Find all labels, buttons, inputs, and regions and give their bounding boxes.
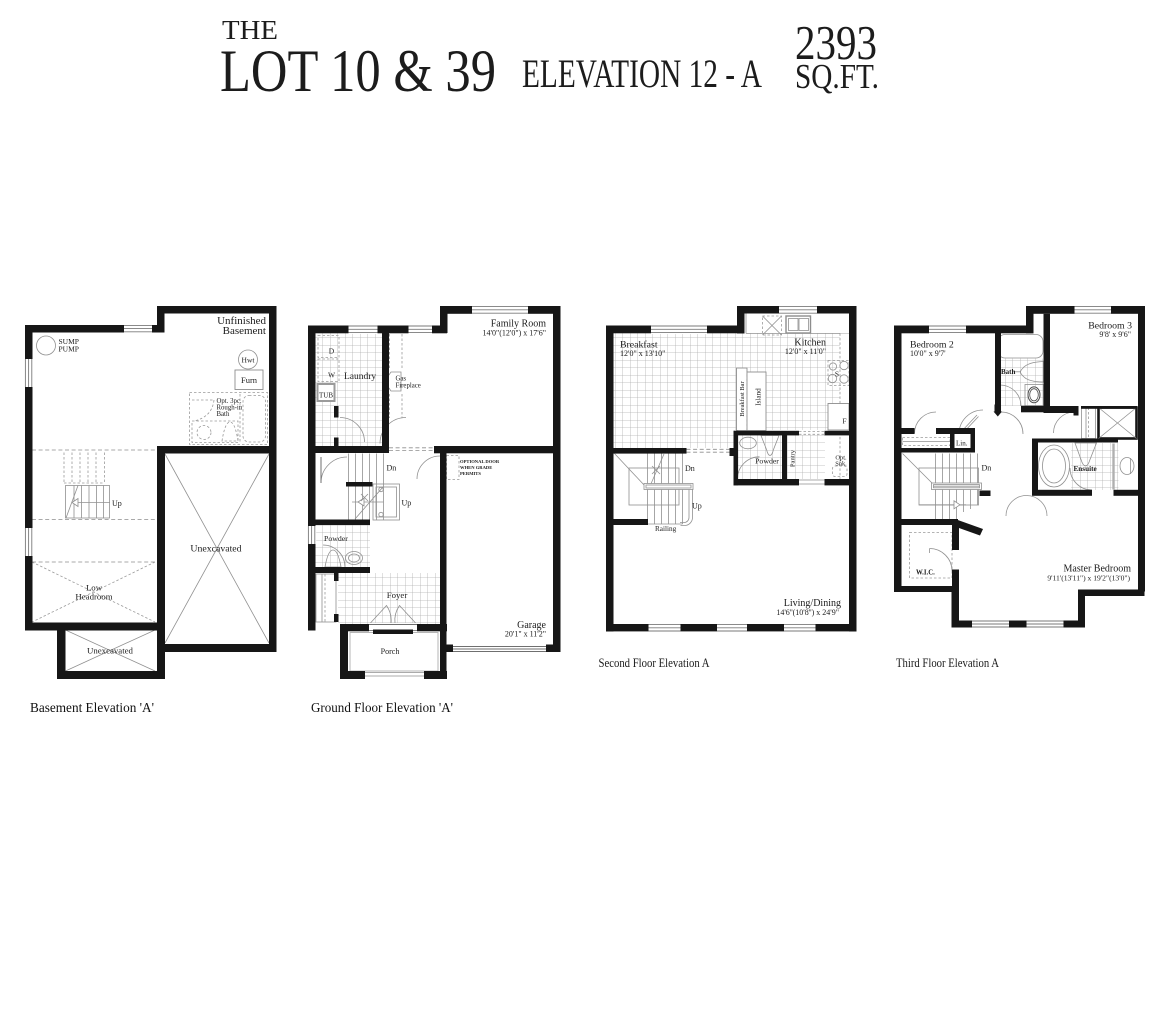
svg-text:Opt. 3pc.: Opt. 3pc. (217, 398, 242, 405)
svg-text:OPTIONAL DOOR: OPTIONAL DOOR (460, 459, 500, 464)
svg-text:14'6''(10'8'') x 24'9": 14'6''(10'8'') x 24'9" (776, 608, 839, 617)
svg-text:W: W (328, 371, 336, 380)
svg-text:D: D (329, 347, 335, 356)
svg-text:F: F (842, 417, 846, 426)
svg-text:Lin.: Lin. (956, 440, 968, 448)
svg-text:Up: Up (692, 502, 702, 511)
svg-text:Powder: Powder (755, 457, 779, 466)
svg-text:Foyer: Foyer (387, 590, 408, 600)
svg-text:Breakfast: Breakfast (620, 340, 658, 351)
svg-text:WHEN GRADE: WHEN GRADE (460, 465, 492, 470)
svg-text:Rough-in: Rough-in (217, 405, 243, 412)
svg-text:ELEVATION 12 - A: ELEVATION 12 - A (522, 51, 762, 96)
svg-text:Up: Up (112, 499, 122, 508)
svg-text:Breakfast Bar: Breakfast Bar (739, 380, 746, 416)
svg-text:LOT 10 & 39: LOT 10 & 39 (220, 38, 496, 104)
svg-text:Garage: Garage (517, 620, 546, 631)
svg-text:Bath: Bath (1001, 368, 1016, 376)
svg-text:Laundry: Laundry (344, 372, 376, 382)
svg-text:Up: Up (402, 499, 412, 508)
svg-text:PUMP: PUMP (59, 345, 79, 354)
svg-text:Unexcavated: Unexcavated (87, 646, 134, 656)
svg-text:Kitchen: Kitchen (794, 338, 826, 349)
svg-text:SUMP: SUMP (59, 337, 79, 346)
svg-text:SQ.FT.: SQ.FT. (795, 57, 879, 96)
svg-text:Dn: Dn (685, 464, 695, 473)
svg-text:Ensuite: Ensuite (1074, 465, 1097, 473)
svg-text:S: S (835, 370, 839, 379)
svg-text:12'0" x 11'0": 12'0" x 11'0" (785, 347, 826, 356)
svg-text:Master Bedroom: Master Bedroom (1064, 564, 1132, 575)
svg-text:Family Room: Family Room (491, 319, 547, 330)
svg-text:14'0"(12'0") x 17'6": 14'0"(12'0") x 17'6" (483, 329, 546, 338)
svg-text:Hwt: Hwt (242, 356, 256, 365)
svg-text:Bedroom 3: Bedroom 3 (1088, 321, 1132, 332)
svg-text:Basement: Basement (223, 325, 266, 337)
svg-text:Unfinished: Unfinished (217, 315, 266, 327)
svg-text:Porch: Porch (381, 647, 400, 656)
svg-text:Powder: Powder (324, 534, 348, 543)
svg-text:10'0" x 9'7': 10'0" x 9'7' (910, 349, 946, 358)
svg-text:Living/Dining: Living/Dining (784, 598, 841, 609)
svg-text:9'11'(13'11") x 19'2"(13'0"): 9'11'(13'11") x 19'2"(13'0") (1047, 574, 1130, 583)
svg-text:Bedroom 2: Bedroom 2 (910, 340, 954, 351)
svg-text:Dn: Dn (982, 464, 992, 473)
svg-text:W.I.C.: W.I.C. (916, 570, 935, 577)
svg-text:Third Floor Elevation A: Third Floor Elevation A (896, 656, 999, 670)
svg-text:Opt.: Opt. (835, 455, 847, 462)
svg-text:Ground Floor Elevation 'A': Ground Floor Elevation 'A' (311, 700, 453, 715)
svg-text:Railing: Railing (655, 525, 677, 533)
svg-text:Second Floor Elevation A: Second Floor Elevation A (599, 656, 710, 670)
svg-text:Island: Island (755, 388, 763, 406)
svg-text:2393: 2393 (795, 15, 877, 70)
svg-text:Furn: Furn (241, 375, 258, 385)
svg-text:Basement Elevation 'A': Basement Elevation 'A' (30, 700, 154, 715)
svg-text:Unexcavated: Unexcavated (190, 544, 241, 555)
svg-text:Fireplace: Fireplace (396, 383, 421, 390)
svg-text:Headroom: Headroom (75, 592, 112, 602)
svg-text:Low: Low (86, 583, 103, 593)
svg-text:9'8' x 9'6": 9'8' x 9'6" (1099, 330, 1131, 339)
svg-text:20'1" x 11'2": 20'1" x 11'2" (505, 630, 546, 639)
svg-text:12'0" x 13'10": 12'0" x 13'10" (620, 349, 665, 358)
svg-text:Snk.: Snk. (835, 461, 847, 468)
svg-text:Pantry: Pantry (790, 449, 797, 467)
svg-text:PERMITS: PERMITS (460, 471, 481, 476)
svg-text:Bath: Bath (217, 411, 230, 418)
svg-text:TUB: TUB (319, 392, 333, 400)
svg-text:Dn: Dn (387, 464, 397, 473)
svg-text:THE: THE (222, 15, 278, 45)
svg-text:Gas: Gas (396, 376, 407, 383)
